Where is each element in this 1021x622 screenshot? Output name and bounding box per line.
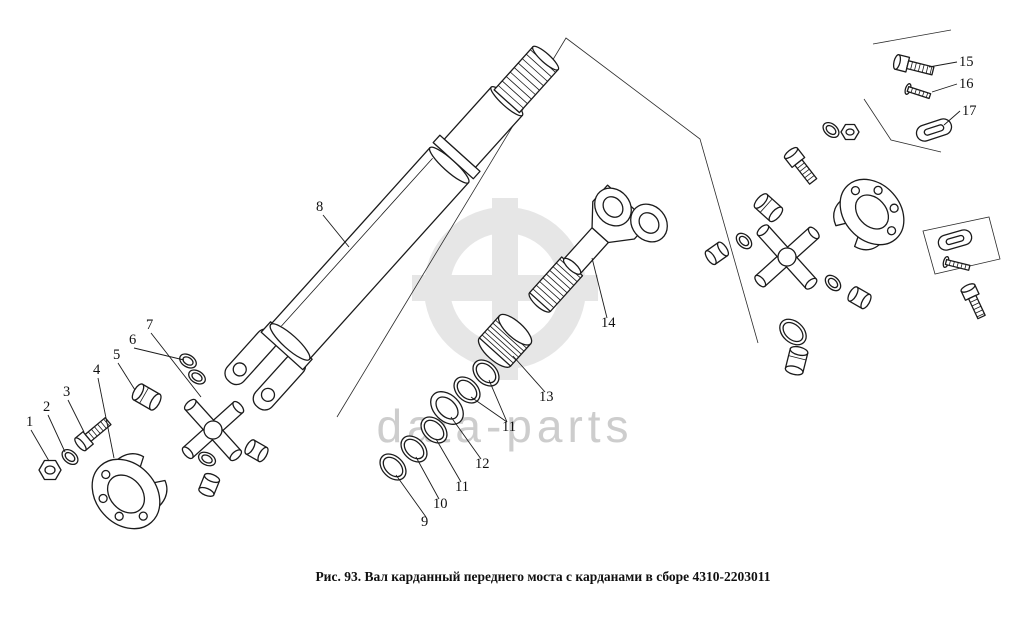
right-spider-ring-right: [821, 271, 845, 295]
right-spider-lower-cup: [783, 344, 810, 378]
right-spider-ring-left: [732, 229, 756, 253]
part-label-6: 6: [129, 332, 136, 348]
part-label-11b: 11: [502, 419, 516, 435]
part-label-7: 7: [146, 317, 153, 333]
part-label-1: 1: [26, 414, 33, 430]
right-flange-bolt: [783, 146, 818, 185]
right-flange-yoke: [833, 178, 905, 251]
part-label-5: 5: [113, 347, 120, 363]
part-13-spline-bushing: [477, 313, 533, 368]
right-spider-top-cup: [751, 190, 786, 225]
left-spider-lower-cup: [197, 471, 222, 499]
part-1-nut: [38, 459, 62, 481]
part-label-9: 9: [421, 514, 428, 530]
right-spider-cross: [754, 224, 820, 290]
part-6-seal-ring-a: [176, 350, 200, 372]
mid-right-lock-plate: [937, 229, 973, 251]
right-washer: [819, 118, 843, 142]
part-label-16: 16: [959, 76, 974, 92]
right-spider-lower-ring: [774, 313, 812, 351]
part-16-screw: [904, 83, 932, 100]
leader-lines: [30, 61, 961, 518]
part-14-yoke-ears: [594, 187, 668, 243]
part-7-spider-cross: [181, 398, 245, 462]
part-label-4: 4: [93, 362, 101, 378]
mid-right-group-frame: [922, 216, 1001, 275]
part-label-8: 8: [316, 199, 323, 215]
part-6-seal-ring-b: [185, 366, 209, 388]
part-8-propeller-shaft: [224, 45, 560, 411]
part-label-2: 2: [43, 399, 50, 415]
part-label-17: 17: [962, 103, 977, 119]
right-spider-right-cup: [845, 284, 874, 311]
part-label-14: 14: [601, 315, 616, 331]
part-label-3: 3: [63, 384, 70, 400]
left-spider-bearing-cup: [242, 437, 271, 464]
part-5-bearing-cup: [129, 381, 164, 413]
part-2-washer: [58, 445, 82, 469]
part-4-flange-yoke: [91, 453, 168, 530]
right-lock-nut: [840, 123, 860, 141]
top-right-bracket-upper: [872, 29, 952, 45]
part-label-10: 10: [433, 496, 448, 512]
mid-right-bolt: [960, 283, 986, 320]
mid-right-screw: [942, 255, 971, 271]
part-15-bolt: [892, 54, 935, 76]
part-3-bolt: [74, 417, 112, 452]
part-label-12: 12: [475, 456, 490, 472]
part-label-13: 13: [539, 389, 554, 405]
right-spider-left-cup: [702, 239, 732, 267]
part-17-lock-plate: [915, 118, 953, 142]
top-right-bracket-lower: [863, 98, 942, 153]
part-label-15: 15: [959, 54, 974, 70]
part-label-11: 11: [455, 479, 469, 495]
main-group-frame: [336, 37, 759, 418]
figure-caption: Рис. 93. Вал карданный переднего моста с…: [315, 569, 770, 584]
